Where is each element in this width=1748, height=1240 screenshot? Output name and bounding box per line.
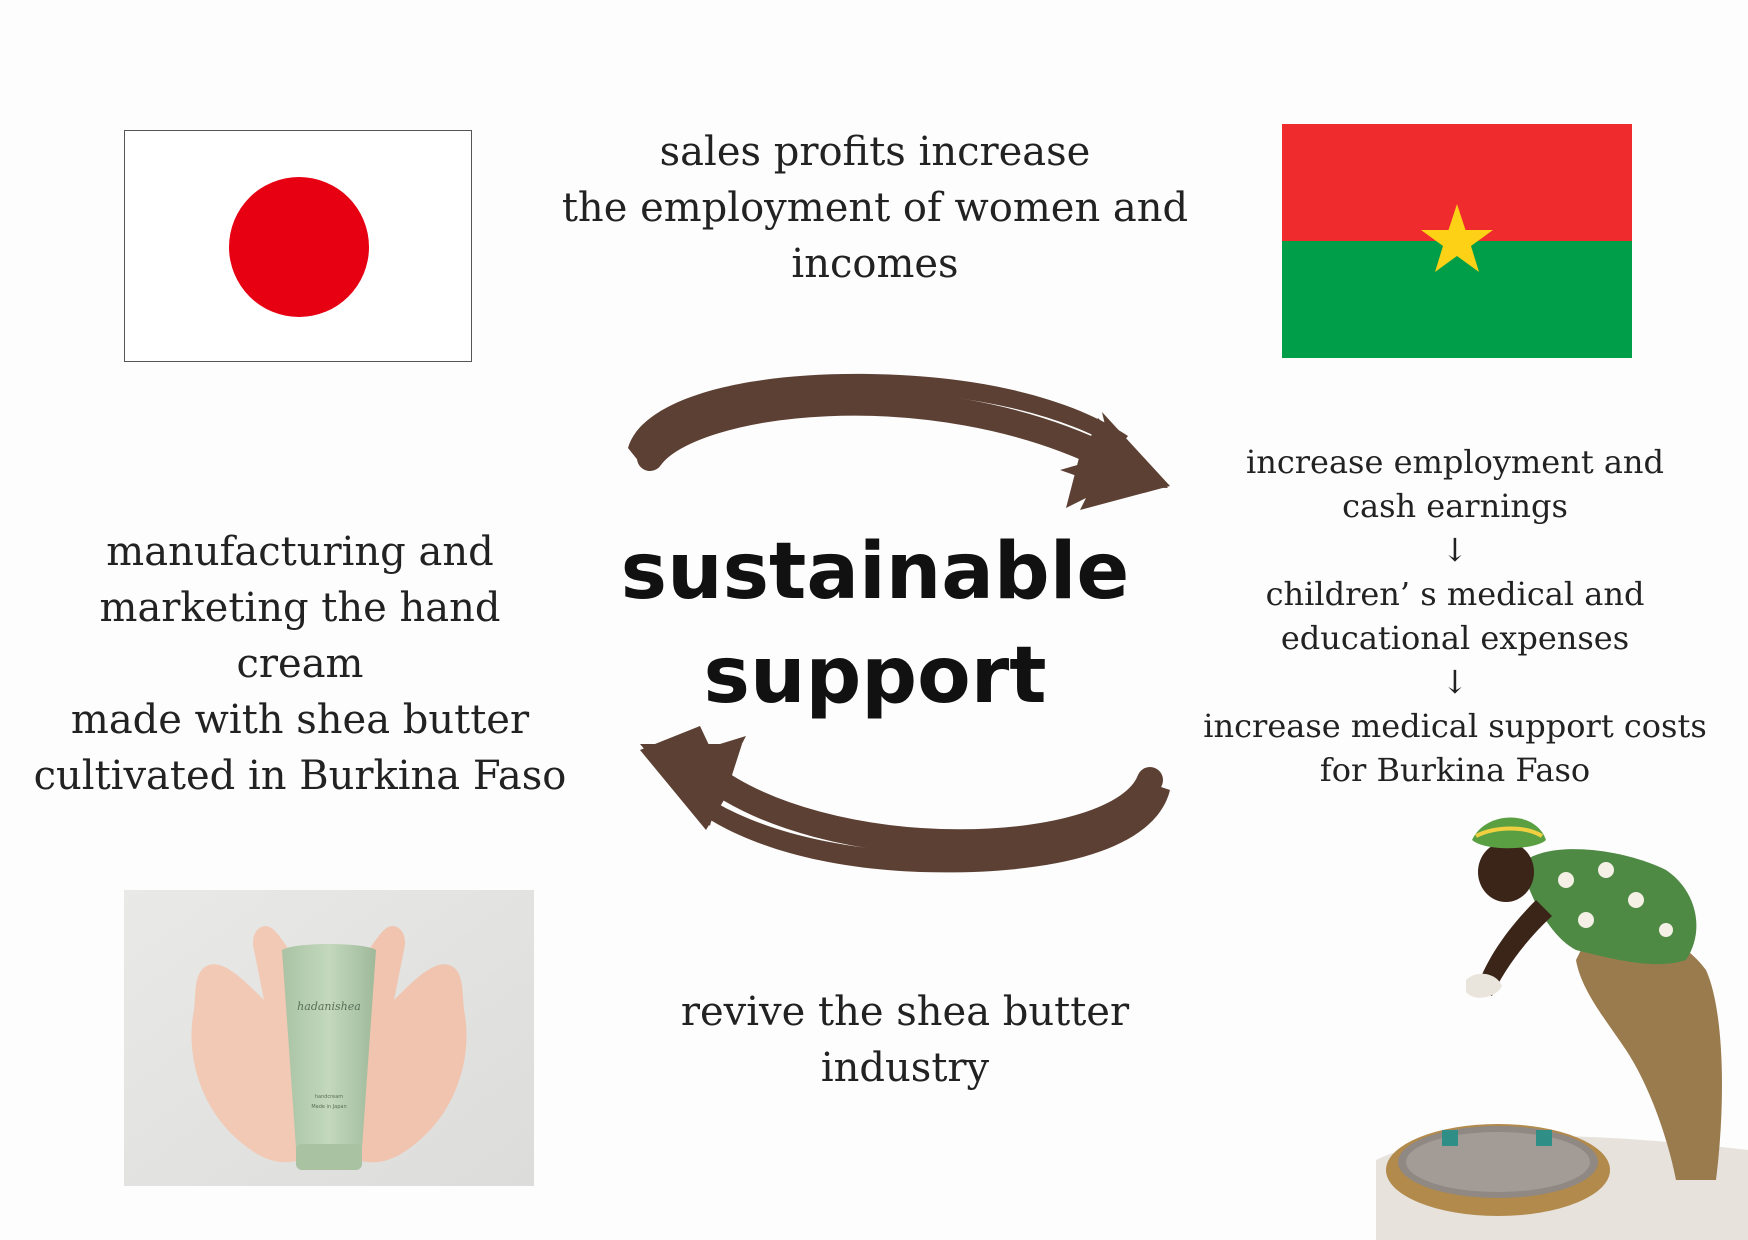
manufacturing-text: manufacturing and marketing the hand cre… <box>30 524 570 804</box>
sales-profits-text: sales profits increase the employment of… <box>560 124 1190 292</box>
tube-small-label-1: handcream <box>315 1094 343 1100</box>
text-line: industry <box>820 1045 990 1091</box>
top-arrow-head-icon <box>1066 418 1168 508</box>
text-line: children’ s medical and <box>1265 575 1645 613</box>
text-line: cash earnings <box>1342 487 1568 525</box>
japan-flag-sun <box>229 177 369 317</box>
burkina-faso-flag <box>1282 124 1632 358</box>
bottom-arrow-stroke <box>687 755 1163 856</box>
bottom-arrow-head-icon <box>640 736 746 826</box>
text-line: increase medical support costs <box>1203 707 1707 745</box>
tube-brand-label: hadanishea <box>297 1000 361 1013</box>
text-line: incomes <box>791 241 959 287</box>
text-line: the employment of women and <box>561 185 1189 231</box>
text-line: sales profits increase <box>659 129 1091 175</box>
title-line: sustainable <box>620 527 1130 617</box>
revive-industry-text: revive the shea butter industry <box>650 984 1160 1096</box>
shea-butter-worker-photo <box>1376 817 1748 1240</box>
sustainable-support-title: sustainable support <box>620 520 1130 728</box>
burkina-faso-flag-green-band <box>1282 241 1632 358</box>
hand-cream-photo: hadanishea handcream Made in Japan <box>124 890 534 1186</box>
tube-small-label-2: Made in Japan <box>311 1104 346 1110</box>
down-arrow-icon: ↓ <box>1441 531 1469 569</box>
text-line: manufacturing and <box>106 529 494 575</box>
japan-flag <box>124 130 472 362</box>
text-line: increase employment and <box>1245 443 1665 481</box>
text-line: made with shea butter <box>70 697 530 743</box>
text-line: revive the shea butter <box>680 989 1130 1035</box>
down-arrow-icon: ↓ <box>1441 663 1469 701</box>
star-icon <box>1421 204 1493 272</box>
title-line: support <box>703 631 1047 721</box>
text-line: educational expenses <box>1280 619 1630 657</box>
text-line: for Burkina Faso <box>1319 751 1591 789</box>
text-line: marketing the hand cream <box>99 585 501 687</box>
benefit-chain-text: increase employment and cash earnings ↓ … <box>1190 440 1720 792</box>
top-arrow-stroke <box>637 389 1121 471</box>
text-line: cultivated in Burkina Faso <box>33 753 567 799</box>
